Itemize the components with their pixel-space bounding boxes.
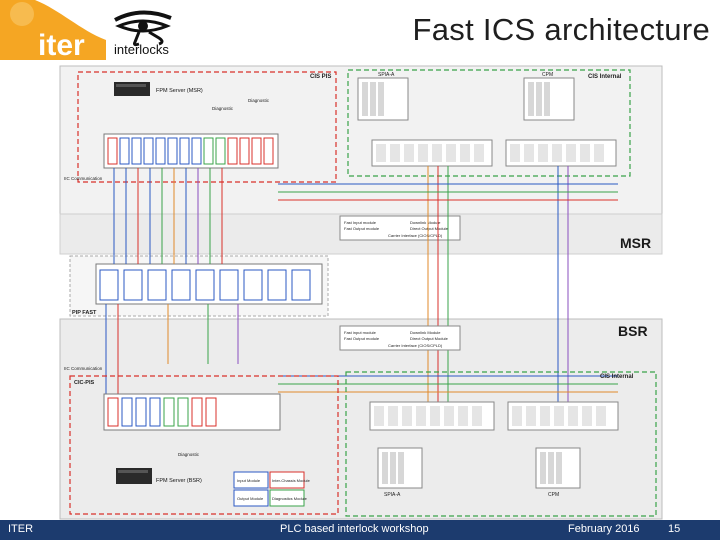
- cis-internal-top-boundary: [347, 69, 631, 177]
- signal-lines: [105, 166, 618, 424]
- cis-internal-top-label: CIS Internal: [588, 74, 622, 80]
- fast-controller-rack-bottom: [103, 393, 281, 431]
- iter-logo: iter: [0, 0, 106, 60]
- fpm-server-bottom-label: FPM Server (BSR): [156, 478, 202, 484]
- fast-controller-rack-top: [103, 133, 279, 169]
- diagnostic-label-1: Diagnostic: [212, 106, 234, 111]
- svg-text:Fast Output module: Fast Output module: [344, 226, 380, 231]
- diagnostic-label-3: Diagnostic: [178, 452, 200, 457]
- fpm-server-bottom: FPM Server (BSR): [116, 468, 202, 484]
- legend-diagnostic: Diagnostics Module: [272, 496, 308, 501]
- interlocks-logo-text: interlocks: [114, 42, 169, 57]
- slide-footer: ITER PLC based interlock workshop Februa…: [0, 520, 720, 540]
- remote-io-row-top-right: [505, 139, 617, 167]
- footer-event: PLC based interlock workshop: [280, 523, 429, 535]
- bsr-label: BSR: [618, 323, 648, 339]
- legend-inter-chassis: Inter-Chassis Module: [272, 478, 311, 483]
- spia-a-cabinet-bottom: [377, 447, 423, 489]
- fpm-server-top: FPM Server (MSR): [114, 82, 203, 96]
- interface-box-bottom: Fast input module Fast Output module Dow…: [339, 325, 461, 351]
- svg-text:Direct Output Module: Direct Output Module: [410, 226, 449, 231]
- cis-internal-bottom-label: CIS Internal: [600, 374, 634, 380]
- footer-page-number: 15: [668, 523, 681, 535]
- remote-io-row-bottom-left: [369, 401, 495, 431]
- pip-fast-label: PIP FAST: [72, 310, 97, 316]
- cpm-top-label: CPM: [542, 72, 553, 78]
- svg-text:Carrier Interface (CIOS/CPLD): Carrier Interface (CIOS/CPLD): [388, 233, 443, 238]
- eye-of-horus-icon: [114, 10, 172, 47]
- cpm-bottom-label: CPM: [548, 492, 559, 498]
- svg-text:Fast Input module: Fast Input module: [344, 220, 377, 225]
- msr-label: MSR: [620, 235, 651, 251]
- svg-text:Fast input module: Fast input module: [344, 330, 377, 335]
- legend-input: Input Module: [237, 478, 261, 483]
- spia-a-cabinet-top: [357, 77, 409, 121]
- spia-a-top-label: SPIA-A: [378, 72, 395, 78]
- slide-title: Fast ICS architecture: [412, 12, 710, 47]
- svg-text:Direct Output Module: Direct Output Module: [410, 336, 449, 341]
- fpm-server-top-label: FPM Server (MSR): [156, 88, 203, 94]
- spia-a-bottom-label: SPIA-A: [384, 492, 401, 498]
- remote-io-row-bottom-right: [507, 401, 619, 431]
- cis-pis-label: CIS PIS: [310, 74, 331, 80]
- iter-logo-text: iter: [38, 29, 85, 60]
- svg-text:Fast Output module: Fast Output module: [344, 336, 380, 341]
- svg-text:Downlink Module: Downlink Module: [410, 330, 441, 335]
- interface-box-top: Fast Input module Fast Output module Dow…: [339, 215, 461, 241]
- remote-io-row-top-left: [371, 139, 493, 167]
- slide-header: iter interlocks Fast ICS architecture: [0, 0, 720, 60]
- pip-fast-rack: [95, 263, 323, 305]
- cpm-cabinet-bottom: [535, 447, 581, 489]
- cic-pis-label: CIC-PIS: [74, 380, 95, 386]
- svg-text:Carrier Interface (CIOS/CPLD): Carrier Interface (CIOS/CPLD): [388, 343, 443, 348]
- footer-org: ITER: [8, 523, 34, 535]
- module-legend: Input Module Inter-Chassis Module Output…: [233, 471, 311, 507]
- ic-comm-bottom-label: IIC Communication: [64, 366, 103, 371]
- footer-date: February 2016: [568, 523, 640, 535]
- svg-text:Downlink Module: Downlink Module: [410, 220, 441, 225]
- ic-comm-top-label: IIC Communication: [64, 176, 103, 181]
- architecture-diagram: CIS PIS CIS Internal SPIA-A CPM FPM Serv…: [59, 65, 663, 520]
- cpm-cabinet-top: [523, 77, 575, 121]
- cic-pis-boundary: [69, 375, 339, 515]
- diagnostic-label-2: Diagnostic: [248, 98, 270, 103]
- legend-output: Output Module: [237, 496, 264, 501]
- cis-internal-bottom-boundary: [345, 371, 657, 517]
- cis-pis-boundary: [77, 71, 337, 183]
